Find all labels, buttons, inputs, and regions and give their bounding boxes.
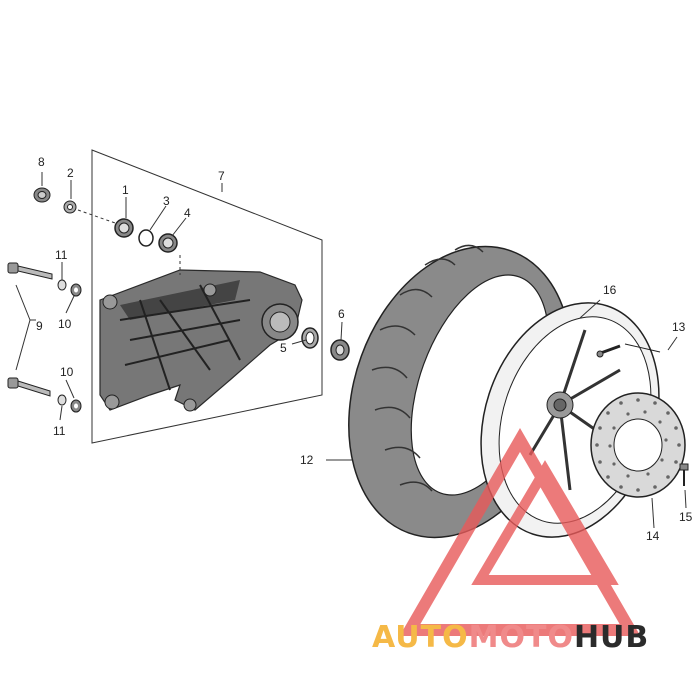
spacer-part-6 <box>330 339 350 361</box>
callout-14: 14 <box>646 529 660 543</box>
bearing-part-1 <box>114 218 134 238</box>
washer-part-10-upper <box>70 283 82 297</box>
watermark-auto: AUTO <box>372 620 469 655</box>
callout-2: 2 <box>67 166 74 180</box>
bolt-part-13 <box>596 343 661 358</box>
callout-13: 13 <box>672 320 686 334</box>
bearing-part-4 <box>158 233 178 253</box>
logo-triangle-outer <box>399 428 641 636</box>
logo-triangle-inner <box>471 460 619 585</box>
callout-8: 8 <box>38 155 45 169</box>
brake-disc-part-14 <box>590 392 686 498</box>
callout-11-upper: 11 <box>55 248 68 262</box>
swingarm-bracket <box>99 269 303 412</box>
callout-16: 16 <box>603 283 617 297</box>
bolt-part-9-lower <box>7 377 51 397</box>
callout-1: 1 <box>122 183 129 197</box>
washer-part-10-lower <box>70 399 82 413</box>
callout-9: 9 <box>36 319 43 333</box>
watermark-logo <box>399 428 641 636</box>
callout-10-upper: 10 <box>58 317 72 331</box>
circlip-part-3 <box>138 229 154 247</box>
callout-3: 3 <box>163 194 170 208</box>
nut-part-8 <box>33 187 51 203</box>
washer-part-11-upper <box>57 279 67 291</box>
washer-part-2 <box>63 200 77 214</box>
leader-lines <box>41 172 687 529</box>
washer-part-11-lower <box>57 394 67 406</box>
assembly-frame <box>91 149 323 444</box>
callout-10-lower: 10 <box>60 365 74 379</box>
callout-12: 12 <box>300 453 314 467</box>
watermark-text: AUTOMOTOHUB <box>372 620 649 655</box>
seal-part-5 <box>301 327 319 349</box>
callout-6: 6 <box>338 307 345 321</box>
callout-11-lower: 11 <box>53 424 66 438</box>
bolt-part-9-upper <box>7 262 53 280</box>
bolt-part-15 <box>679 463 689 486</box>
callout-15: 15 <box>679 510 693 524</box>
watermark-hub: HUB <box>574 620 649 655</box>
callout-4: 4 <box>184 206 191 220</box>
watermark-moto: MOTO <box>469 620 574 655</box>
callout-7: 7 <box>218 169 225 183</box>
callout-5: 5 <box>280 341 287 355</box>
